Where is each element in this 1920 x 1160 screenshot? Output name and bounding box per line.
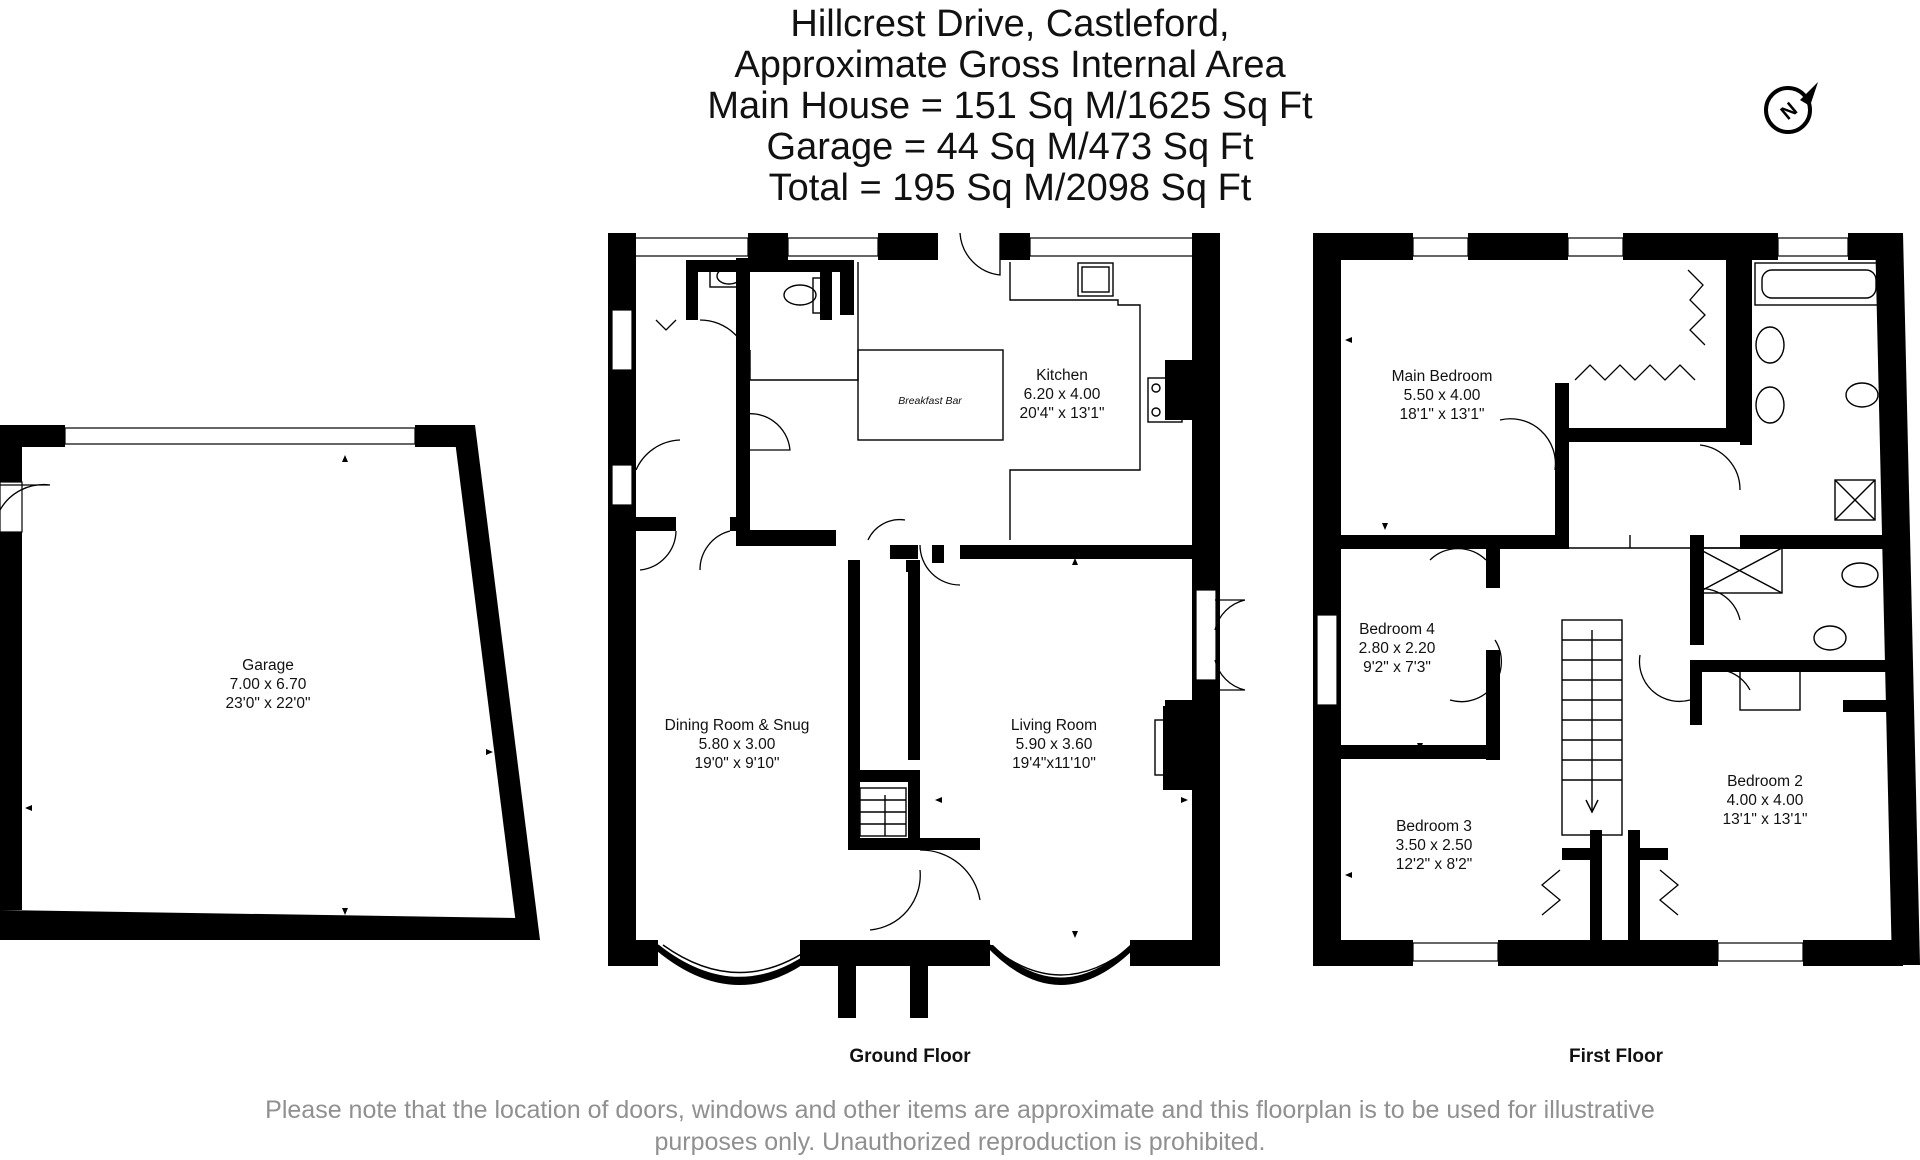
room-bedroom2-imperial: 13'1" x 13'1" — [1722, 811, 1808, 828]
header-address: Hillcrest Drive, Castleford, — [790, 3, 1230, 45]
header-total: Total = 195 Sq M/2098 Sq Ft — [768, 167, 1252, 209]
room-dining-imperial: 19'0" x 9'10" — [694, 755, 780, 772]
room-garage: Garage 7.00 x 6.70 23'0" x 22'0" — [225, 656, 310, 713]
room-garage-imperial: 23'0" x 22'0" — [225, 695, 311, 712]
room-bedroom2-metric: 4.00 x 4.00 — [1726, 792, 1804, 809]
room-main-bedroom-imperial: 18'1" x 13'1" — [1399, 406, 1485, 423]
north-compass-icon: N — [1764, 82, 1818, 134]
room-kitchen-imperial: 20'4" x 13'1" — [1019, 405, 1105, 422]
room-dining-name: Dining Room & Snug — [664, 717, 810, 734]
header-area-label: Approximate Gross Internal Area — [734, 44, 1286, 86]
room-dining: Dining Room & Snug 5.80 x 3.00 19'0" x 9… — [665, 716, 810, 773]
header-main-house: Main House = 151 Sq M/1625 Sq Ft — [707, 85, 1313, 127]
room-main-bedroom-name: Main Bedroom — [1391, 368, 1493, 385]
room-kitchen-metric: 6.20 x 4.00 — [1023, 386, 1101, 403]
ground-floor-fixtures — [635, 232, 1246, 931]
room-bedroom3-metric: 3.50 x 2.50 — [1395, 837, 1473, 854]
room-living-metric: 5.90 x 3.60 — [1015, 736, 1093, 753]
compass-letter: N — [1777, 98, 1802, 124]
floorplan-header: Hillcrest Drive, Castleford, Approximate… — [560, 4, 1460, 209]
ground-floor-label: Ground Floor — [849, 1046, 971, 1067]
room-bedroom4-metric: 2.80 x 2.20 — [1358, 640, 1436, 657]
header-garage: Garage = 44 Sq M/473 Sq Ft — [766, 126, 1254, 168]
room-garage-metric: 7.00 x 6.70 — [229, 676, 307, 693]
dimension-markers — [25, 337, 1423, 938]
room-bedroom3-name: Bedroom 3 — [1396, 818, 1472, 835]
room-dining-metric: 5.80 x 3.00 — [698, 736, 776, 753]
room-bedroom2: Bedroom 2 4.00 x 4.00 13'1" x 13'1" — [1722, 772, 1807, 829]
room-bedroom4-name: Bedroom 4 — [1359, 621, 1435, 638]
room-living-imperial: 19'4"x11'10" — [1012, 755, 1096, 772]
room-bedroom4: Bedroom 4 2.80 x 2.20 9'2" x 7'3" — [1359, 620, 1436, 677]
room-bedroom3: Bedroom 3 3.50 x 2.50 12'2" x 8'2" — [1396, 817, 1473, 874]
disclaimer-line2: purposes only. Unauthorized reproduction… — [654, 1128, 1266, 1156]
room-living: Living Room 5.90 x 3.60 19'4"x11'10" — [1011, 716, 1097, 773]
room-garage-name: Garage — [242, 657, 294, 674]
room-main-bedroom-metric: 5.50 x 4.00 — [1403, 387, 1481, 404]
breakfast-bar-label: Breakfast Bar — [898, 395, 962, 407]
room-bedroom2-name: Bedroom 2 — [1727, 773, 1803, 790]
disclaimer-line1: Please note that the location of doors, … — [265, 1096, 1655, 1124]
garage-walls — [0, 425, 540, 940]
first-floor-fixtures — [1429, 262, 1884, 916]
room-kitchen-name: Kitchen — [1036, 367, 1088, 384]
room-bedroom3-imperial: 12'2" x 8'2" — [1395, 856, 1473, 873]
room-main-bedroom: Main Bedroom 5.50 x 4.00 18'1" x 13'1" — [1392, 367, 1493, 424]
room-living-name: Living Room — [1010, 717, 1098, 734]
room-bedroom4-imperial: 9'2" x 7'3" — [1363, 659, 1431, 676]
disclaimer: Please note that the location of doors, … — [130, 1094, 1790, 1158]
first-floor-walls — [1313, 233, 1920, 966]
first-floor-label: First Floor — [1569, 1046, 1663, 1067]
room-kitchen: Kitchen 6.20 x 4.00 20'4" x 13'1" — [1019, 366, 1104, 423]
